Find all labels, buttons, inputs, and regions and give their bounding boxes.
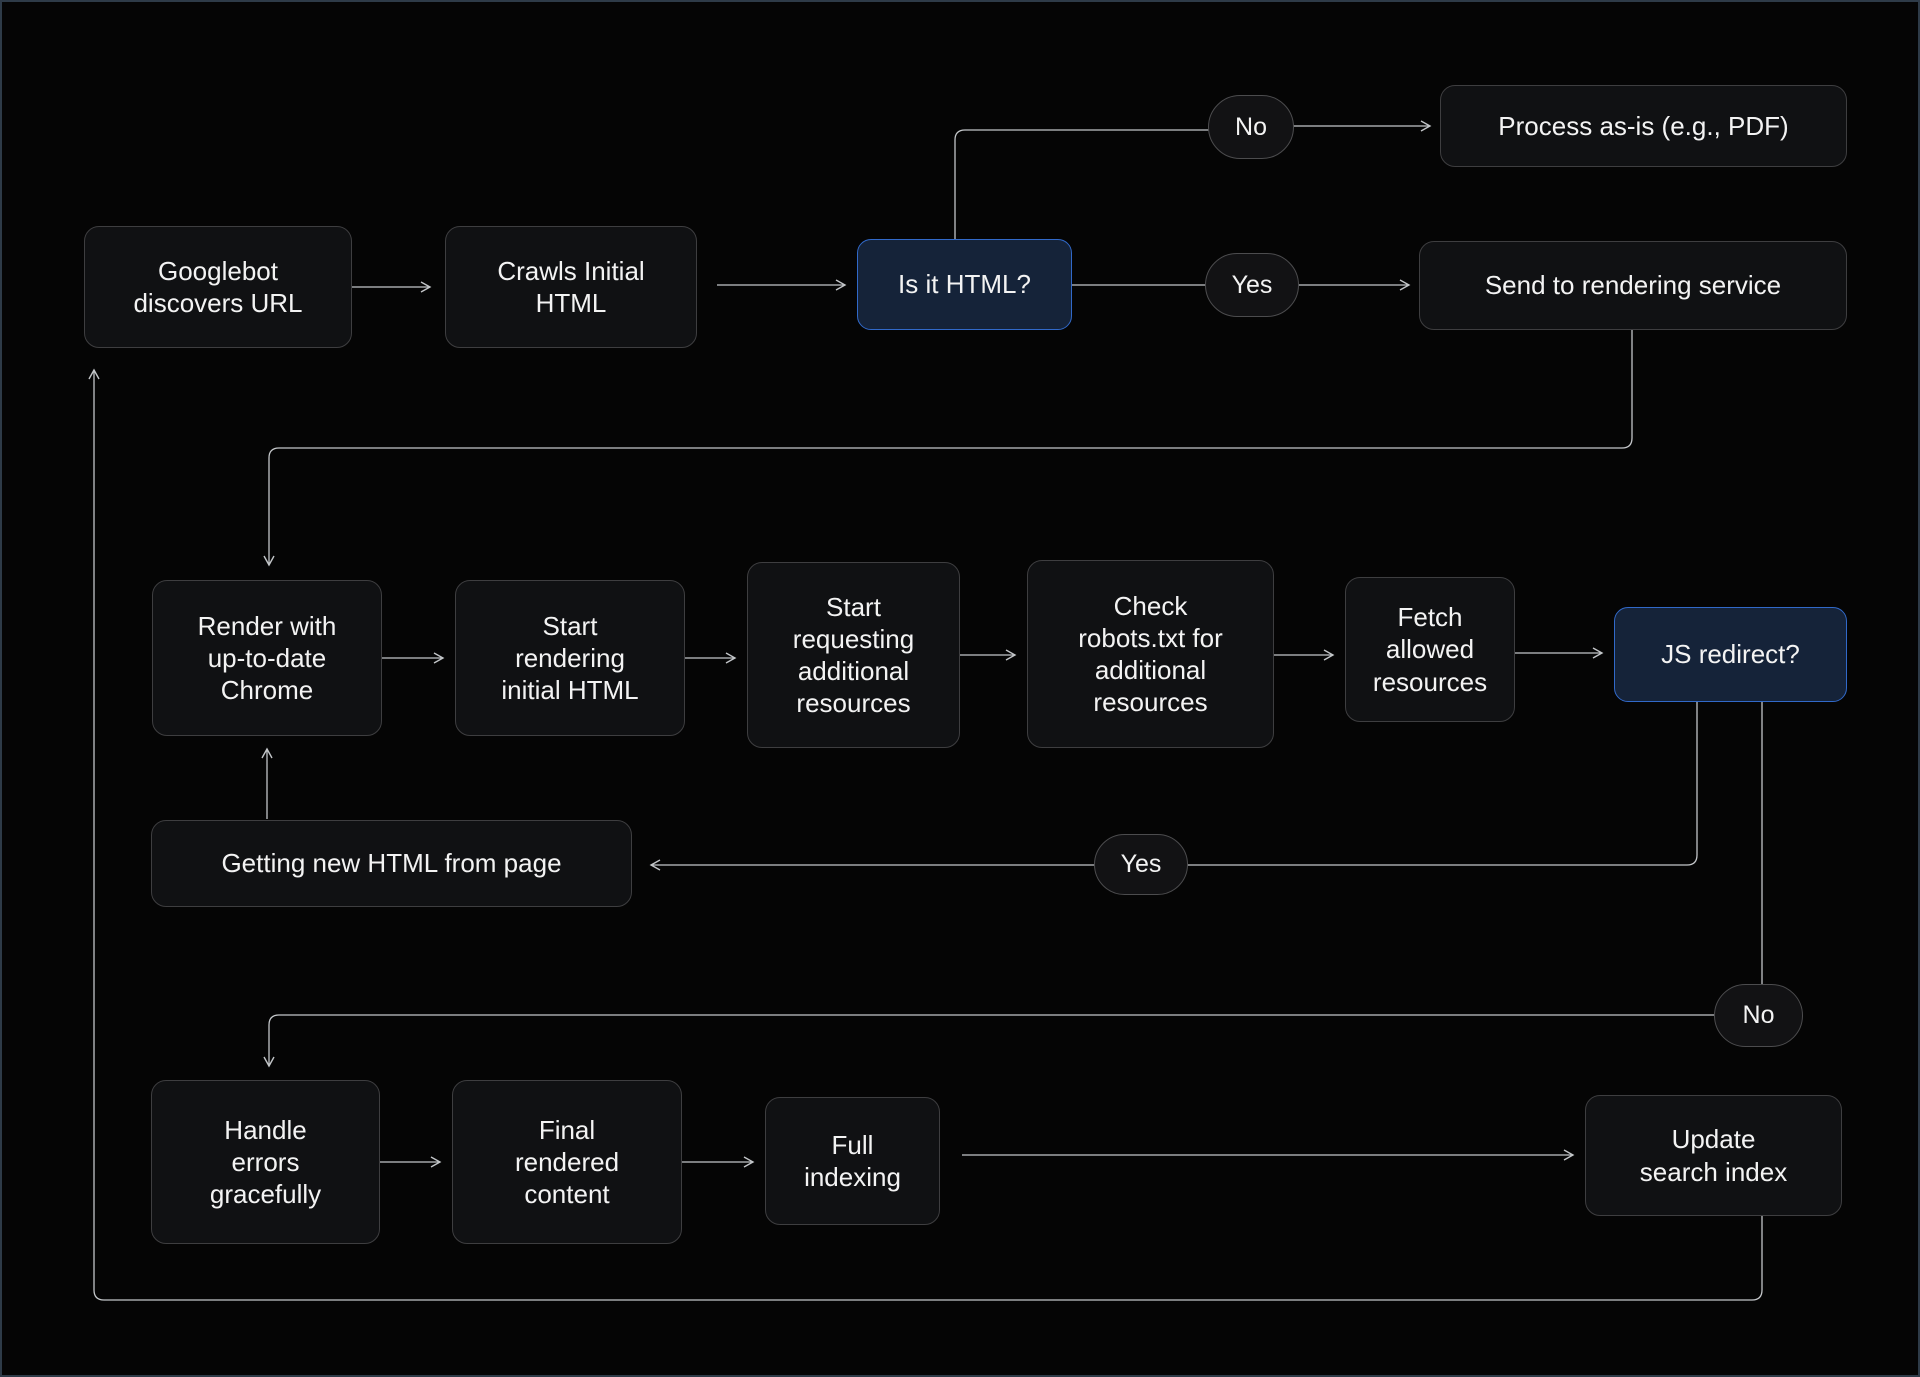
node-label: Googlebot discovers URL [133,255,303,318]
node-label: Send to rendering service [1484,270,1782,301]
node-check-robots-txt: Check robots.txt for additional resource… [1027,560,1274,748]
node-update-search-index: Update search index [1585,1095,1842,1216]
node-start-rendering-initial-html: Start rendering initial HTML [455,580,685,736]
pill-label: Yes [1231,270,1273,299]
node-js-redirect-decision: JS redirect? [1614,607,1847,702]
node-start-requesting-resources: Start requesting additional resources [747,562,960,748]
node-label: Full indexing [804,1129,901,1192]
node-process-as-is: Process as-is (e.g., PDF) [1440,85,1847,167]
edge-no-handleerrors [263,1014,1714,1068]
node-final-rendered-content: Final rendered content [452,1080,682,1244]
pill-no-top: No [1208,95,1294,159]
node-render-with-chrome: Render with up-to-date Chrome [152,580,382,736]
node-label: Start requesting additional resources [792,591,915,719]
edge-ishtml-no [954,129,1212,239]
edge-jsredirect-yes-gettinghtml [649,702,1698,871]
node-label: Check robots.txt for additional resource… [1078,590,1223,718]
node-label: Getting new HTML from page [221,848,562,879]
node-label: JS redirect? [1661,639,1800,670]
node-label: Is it HTML? [898,269,1031,300]
node-full-indexing: Full indexing [765,1097,940,1225]
pill-label: No [1235,112,1267,141]
pill-yes-mid: Yes [1094,834,1188,895]
node-handle-errors-gracefully: Handle errors gracefully [151,1080,380,1244]
node-label: Process as-is (e.g., PDF) [1498,110,1789,141]
node-getting-new-html: Getting new HTML from page [151,820,632,907]
node-label: Fetch allowed resources [1372,602,1488,697]
edge-update-discover-loop [88,368,1763,1301]
node-label: Final rendered content [514,1114,620,1210]
edge-send-render [263,330,1633,567]
node-label: Update search index [1639,1124,1788,1187]
node-is-it-html-decision: Is it HTML? [857,239,1072,330]
node-label: Start rendering initial HTML [501,610,639,706]
node-googlebot-discovers-url: Googlebot discovers URL [84,226,352,348]
node-fetch-allowed-resources: Fetch allowed resources [1345,577,1515,722]
pill-label: Yes [1120,850,1162,878]
pill-yes-top: Yes [1205,253,1299,317]
node-send-to-rendering-service: Send to rendering service [1419,241,1847,330]
node-label: Crawls Initial HTML [497,255,645,318]
pill-no-bottom: No [1714,984,1803,1047]
node-label: Render with up-to-date Chrome [197,610,337,706]
node-label: Handle errors gracefully [209,1114,322,1210]
pill-label: No [1742,1001,1775,1029]
node-crawls-initial-html: Crawls Initial HTML [445,226,697,348]
